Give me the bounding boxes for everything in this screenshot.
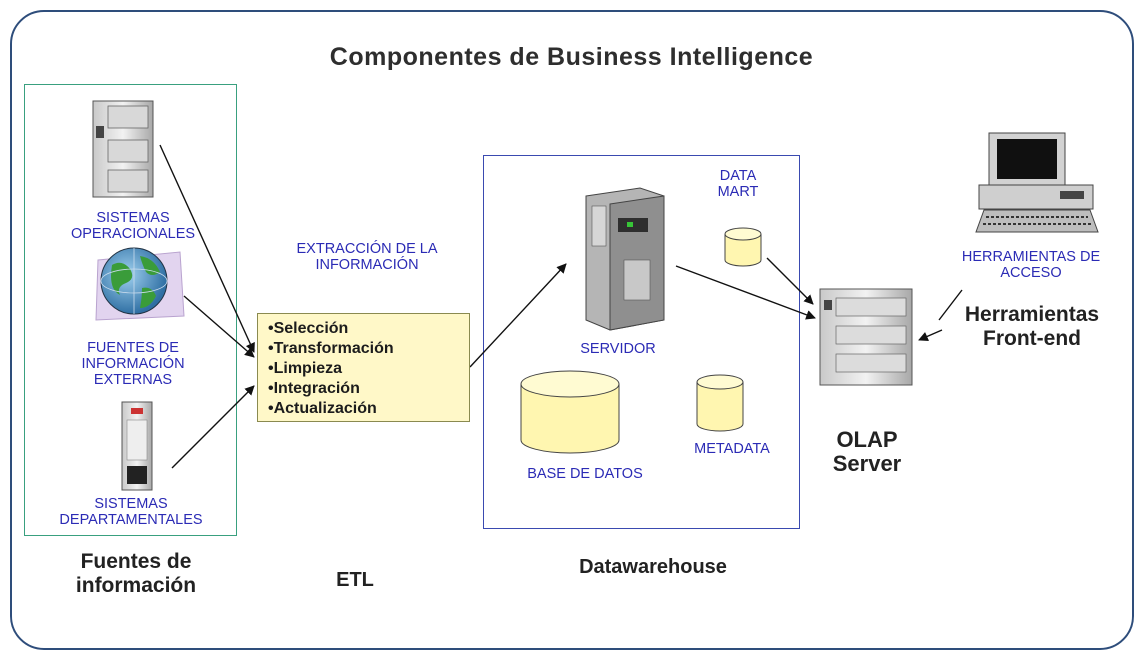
section-label-etl: ETL bbox=[336, 569, 374, 591]
label-olap-server: OLAP Server bbox=[832, 427, 902, 476]
arrow-frontend-olap bbox=[918, 329, 943, 341]
label-sistemas-departamentales: SISTEMAS DEPARTAMENTALES bbox=[59, 496, 203, 528]
arrow-servidor-olap bbox=[675, 265, 816, 320]
label-herramientas-acceso: HERRAMIENTAS DE ACCESO bbox=[961, 249, 1101, 281]
label-fuentes-externas: FUENTES DE INFORMACIÓN EXTERNAS bbox=[81, 340, 185, 388]
arrow-externas-etl bbox=[183, 295, 255, 358]
diagram-graphics bbox=[92, 100, 1099, 491]
label-sistemas-operacionales: SISTEMAS OPERACIONALES bbox=[70, 210, 196, 242]
etl-step-actualizacion: •Actualización bbox=[268, 400, 377, 417]
diagram-title: Componentes de Business Intelligence bbox=[329, 43, 814, 71]
globe-icon bbox=[95, 247, 185, 321]
datawarehouse-box bbox=[483, 155, 800, 529]
etl-step-integracion: •Integración bbox=[268, 380, 360, 397]
arrow-etl-servidor bbox=[469, 263, 567, 368]
label-metadata: METADATA bbox=[694, 441, 770, 457]
label-herramientas-frontend: Herramientas Front-end bbox=[964, 303, 1100, 350]
etl-step-seleccion: •Selección bbox=[268, 320, 349, 337]
etl-steps-box: •Selección •Transformación •Limpieza •In… bbox=[257, 313, 470, 422]
arrow-datamart-olap bbox=[766, 257, 814, 305]
central-server-icon bbox=[585, 187, 665, 331]
section-label-datawarehouse: Datawarehouse bbox=[579, 556, 727, 578]
data-mart-cylinder-icon bbox=[724, 227, 762, 267]
server-tower-icon bbox=[92, 100, 154, 198]
arrow-departamentales-etl bbox=[171, 385, 255, 469]
label-data-mart: DATA MART bbox=[717, 168, 759, 200]
label-extraccion: EXTRACCIÓN DE LA INFORMACIÓN bbox=[296, 241, 438, 273]
olap-server-icon bbox=[819, 288, 913, 386]
department-server-icon bbox=[121, 401, 153, 491]
etl-step-transformacion: •Transformación bbox=[268, 340, 394, 357]
metadata-cylinder-icon bbox=[696, 374, 744, 432]
section-label-fuentes: Fuentes de información bbox=[75, 550, 197, 597]
label-servidor: SERVIDOR bbox=[580, 341, 656, 357]
arrow-acceso-frontend bbox=[938, 289, 963, 321]
etl-step-limpieza: •Limpieza bbox=[268, 360, 343, 377]
base-de-datos-cylinder-icon bbox=[520, 370, 620, 454]
sources-box bbox=[24, 84, 237, 536]
desktop-computer-icon bbox=[975, 132, 1099, 233]
label-base-de-datos: BASE DE DATOS bbox=[527, 466, 643, 482]
arrow-operacionales-etl bbox=[159, 144, 255, 353]
